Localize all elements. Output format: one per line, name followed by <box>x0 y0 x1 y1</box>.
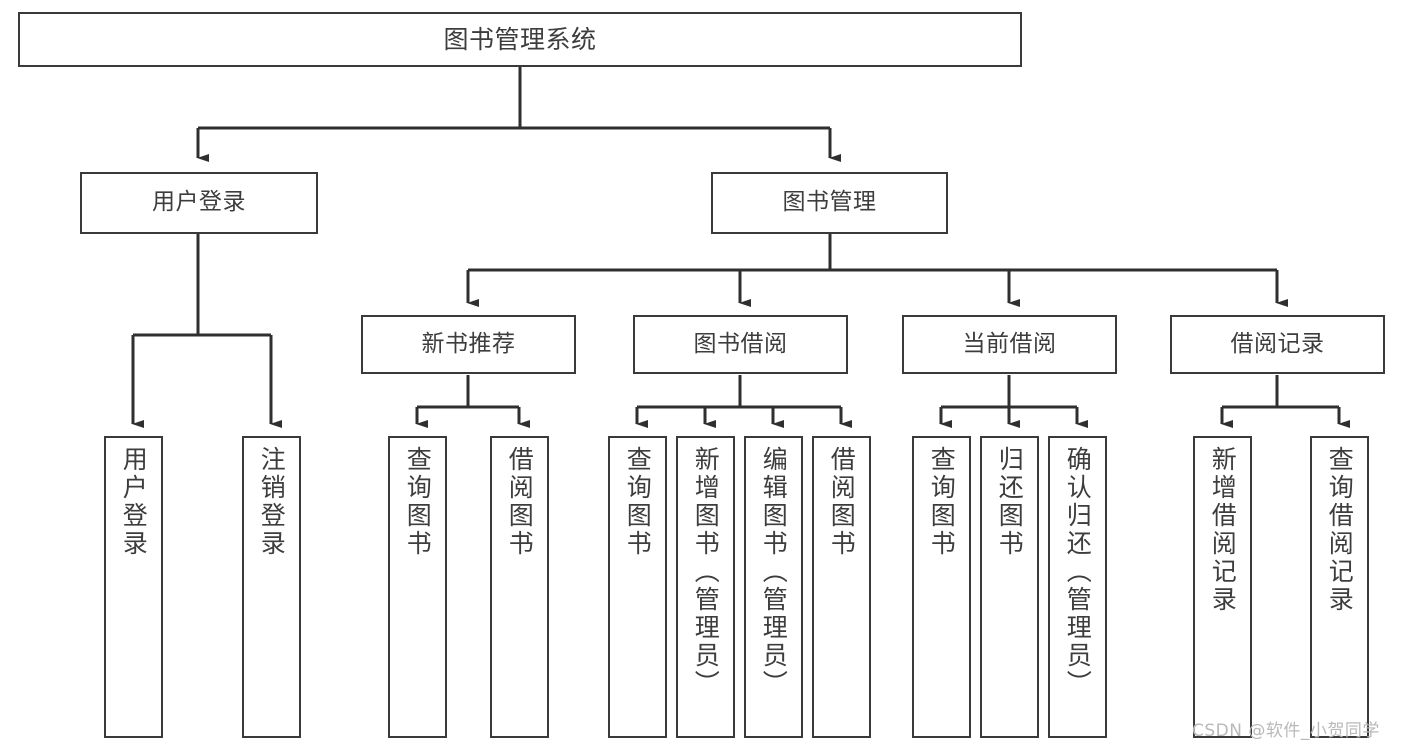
node-user-login[interactable]: 用户登录 <box>80 172 318 234</box>
leaf-record-query-record[interactable]: 查询借阅记录 <box>1310 436 1369 738</box>
node-label: 确认归还（管理员） <box>1063 446 1093 698</box>
node-label: 新增借阅记录 <box>1208 446 1238 614</box>
node-book-borrow[interactable]: 图书借阅 <box>633 315 848 374</box>
node-borrow-record[interactable]: 借阅记录 <box>1170 315 1385 374</box>
leaf-current-return-book[interactable]: 归还图书 <box>980 436 1039 738</box>
node-book-management[interactable]: 图书管理 <box>711 172 948 234</box>
node-label: 新书推荐 <box>421 330 516 357</box>
leaf-borrow-edit-book[interactable]: 编辑图书（管理员） <box>744 436 803 738</box>
node-label: 归还图书 <box>995 446 1025 558</box>
node-label: 图书管理系统 <box>443 24 597 54</box>
node-current-borrow[interactable]: 当前借阅 <box>902 315 1117 374</box>
node-label: 借阅图书 <box>827 446 857 558</box>
leaf-user-login-logout[interactable]: 注销登录 <box>242 436 301 738</box>
leaf-borrow-query-book[interactable]: 查询图书 <box>608 436 667 738</box>
leaf-recommend-borrow-book[interactable]: 借阅图书 <box>490 436 549 738</box>
node-label: 查询图书 <box>623 446 653 558</box>
node-label: 编辑图书（管理员） <box>759 446 789 698</box>
node-label: 新增图书（管理员） <box>691 446 721 698</box>
node-label: 图书管理 <box>782 189 877 216</box>
node-label: 查询图书 <box>927 446 957 558</box>
node-root-system[interactable]: 图书管理系统 <box>18 12 1022 67</box>
leaf-user-login-login[interactable]: 用户登录 <box>104 436 163 738</box>
node-label: 注销登录 <box>257 446 287 558</box>
node-label: 查询借阅记录 <box>1325 446 1355 614</box>
node-label: 图书借阅 <box>693 330 788 357</box>
leaf-current-confirm-return[interactable]: 确认归还（管理员） <box>1048 436 1107 738</box>
node-label: 查询图书 <box>403 446 433 558</box>
leaf-borrow-borrow-book[interactable]: 借阅图书 <box>812 436 871 738</box>
node-label: 当前借阅 <box>962 330 1057 357</box>
node-label: 用户登录 <box>119 446 149 558</box>
node-label: 借阅图书 <box>505 446 535 558</box>
leaf-record-add-record[interactable]: 新增借阅记录 <box>1193 436 1252 738</box>
leaf-borrow-add-book[interactable]: 新增图书（管理员） <box>676 436 735 738</box>
leaf-recommend-query-book[interactable]: 查询图书 <box>388 436 447 738</box>
node-label: 用户登录 <box>152 189 246 216</box>
leaf-current-query-book[interactable]: 查询图书 <box>912 436 971 738</box>
csdn-watermark: CSDN @软件_小贺同学 <box>1192 721 1380 741</box>
node-label: 借阅记录 <box>1230 330 1325 357</box>
node-new-book-recommend[interactable]: 新书推荐 <box>361 315 576 374</box>
